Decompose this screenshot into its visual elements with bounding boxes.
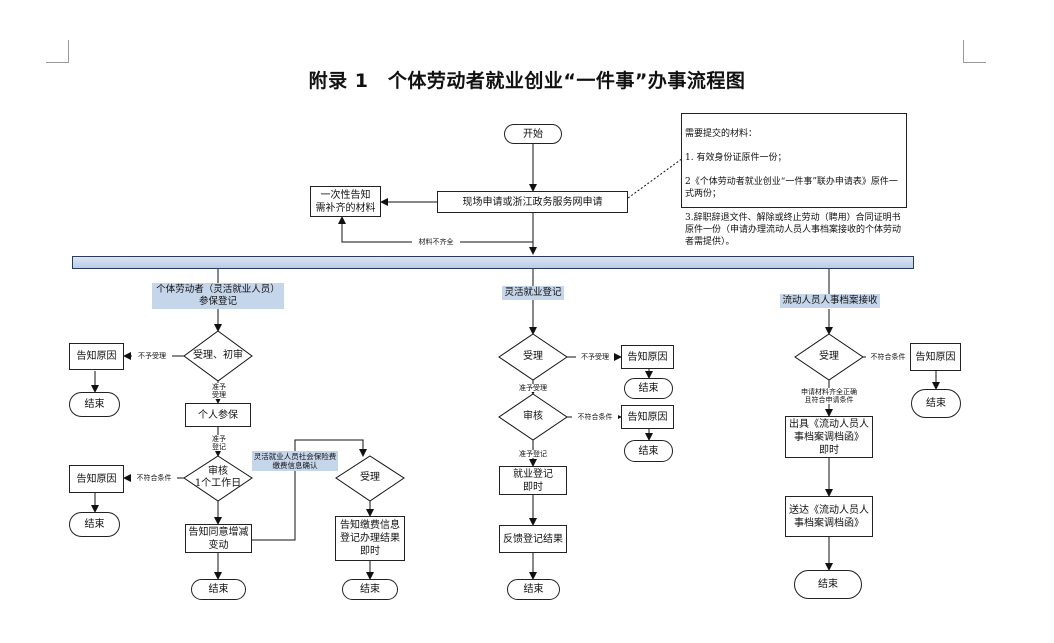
lane2-accept-yes-label: 准予受理 — [511, 384, 555, 392]
materials-item: 1. 有效身份证原件一份； — [685, 153, 787, 163]
lane2-accept-label: 受理 — [523, 351, 543, 362]
lane2-not-accept-label: 不予受理 — [576, 353, 614, 361]
lane2-end3: 结束 — [507, 579, 560, 600]
lane1-end3: 结束 — [191, 579, 246, 600]
lane2-reason1-box: 告知原因 — [621, 345, 674, 369]
lane2-end1: 结束 — [624, 378, 673, 399]
materials-item: 3.辞职辞退文件、解除或终止劳动（聘用）合同证明书原件一份（申请办理流动人员人事… — [685, 213, 902, 247]
lane1-end2: 结束 — [69, 512, 120, 537]
lane1-end4: 结束 — [342, 579, 398, 600]
lane2-register-yes-label: 准予登记 — [513, 450, 553, 458]
lane2-feedback-box: 反馈登记结果 — [499, 525, 567, 553]
lane2-header: 灵活就业登记 — [502, 286, 564, 300]
connector-lane1-confirm — [252, 439, 367, 541]
page-title: 附录 1 个体劳动者就业创业“一件事”办事流程图 — [308, 70, 746, 92]
lane1-review-label: 审核 1个工作日 — [194, 466, 242, 489]
parallel-process-bar — [72, 256, 914, 269]
lane2-reason2-box: 告知原因 — [621, 405, 674, 429]
lane1-accept-yes-label: 准予 受理 — [208, 383, 230, 399]
lane1-accept2-diamond — [335, 455, 405, 502]
lane3-accept-label: 受理 — [819, 351, 839, 362]
lane1-not-qualified-label: 不符合条件 — [131, 474, 177, 482]
lane2-review-label: 审核 — [523, 411, 543, 422]
lane1-accept-check-diamond — [183, 330, 253, 382]
lane2-not-qualified-label: 不符合条件 — [572, 413, 618, 421]
lane3-not-qualified-label: 不符合条件 — [866, 353, 910, 361]
materials-item: 2《个体劳动者就业创业“一件事”联办申请表》原件一式两份； — [685, 177, 898, 199]
lane1-reason1-box: 告知原因 — [69, 343, 124, 370]
lane1-notify-change-box: 告知同意增减 变动 — [185, 524, 252, 553]
notify-missing-materials-box: 一次性告知 需补齐的材料 — [310, 186, 381, 217]
materials-heading: 需要提交的材料： — [685, 129, 758, 139]
lane1-accept2-label: 受理 — [360, 472, 380, 483]
lane3-end1: 结束 — [911, 389, 961, 418]
lane2-review-diamond — [498, 393, 568, 441]
lane2-accept-diamond — [498, 333, 568, 381]
required-materials-note: 需要提交的材料： 1. 有效身份证原件一份； 2《个体劳动者就业创业“一件事”联… — [681, 113, 907, 247]
lane1-review-diamond — [183, 455, 253, 502]
lane2-employment-register-box: 就业登记 即时 — [499, 466, 567, 495]
note-dotted-link — [627, 157, 684, 199]
lane2-end2: 结束 — [624, 440, 673, 462]
lane1-reason2-box: 告知原因 — [69, 465, 124, 493]
lane3-condition-label: 申请材料齐全正确 且符合申请条件 — [795, 388, 863, 404]
lane1-personal-insurance-box: 个人参保 — [185, 403, 251, 427]
lane3-end2: 结束 — [794, 570, 862, 599]
lane3-issue-letter-box: 出具《流动人员人 事档案调档函》 即时 — [785, 416, 873, 458]
lane1-not-accept-label: 不予受理 — [132, 352, 172, 360]
lane1-payment-confirm-label: 灵活就业人员社会保险费 缴费信息确认 — [252, 451, 338, 471]
lane3-send-letter-box: 送达《流动人员人 事档案调档函》 — [785, 496, 873, 537]
apply-online-or-onsite-box: 现场申请或浙江政务服务网申请 — [437, 191, 628, 213]
lane1-accept-check-label: 受理、初审 — [193, 350, 243, 361]
lane1-end1: 结束 — [69, 392, 120, 417]
lane3-reason-box: 告知原因 — [910, 343, 961, 371]
page-corner-mark-top-right — [963, 40, 986, 63]
lane1-notify-payment-box: 告知缴费信息 登记办理结果 即时 — [335, 516, 405, 561]
lane3-accept-diamond — [794, 333, 864, 381]
lane1-header: 个体劳动者（灵活就业人员） 参保登记 — [152, 283, 284, 309]
page-corner-mark-top-left — [46, 40, 69, 63]
materials-incomplete-label: 材料不齐全 — [412, 238, 460, 246]
start-node: 开始 — [504, 124, 562, 144]
lane1-register-yes-label: 准予 登记 — [208, 435, 230, 451]
lane3-header: 流动人员人事档案接收 — [780, 294, 880, 308]
